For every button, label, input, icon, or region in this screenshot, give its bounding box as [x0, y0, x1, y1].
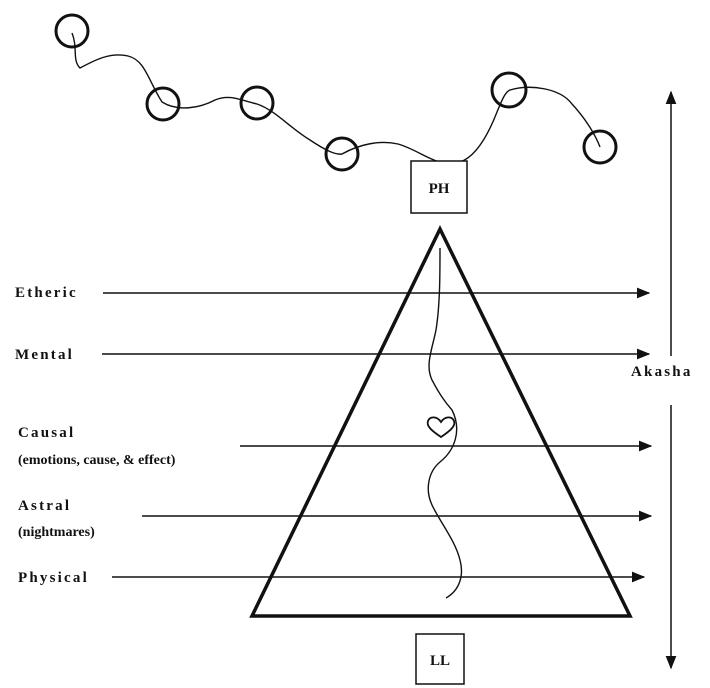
thread-node-2: [145, 86, 181, 122]
mental-label: Mental: [15, 347, 74, 363]
thread-node-3: [239, 85, 275, 121]
thread-node-6: [582, 129, 618, 165]
thread-node-circles: [54, 13, 618, 172]
thread-node-5: [490, 71, 528, 109]
plane-arrows: [102, 287, 653, 583]
ph-box: [410, 160, 468, 214]
thread-node-4: [324, 136, 360, 172]
ph-label: PH: [429, 181, 450, 197]
pyramid: [249, 225, 633, 618]
causal-label: Causal: [18, 425, 75, 441]
heart-icon: [426, 416, 456, 439]
akasha-label: Akasha: [631, 364, 693, 380]
inner-thread: [427, 247, 463, 599]
astral-label: Astral: [18, 498, 71, 514]
plane-labels: Etheric Mental Causal (emotions, cause, …: [15, 285, 176, 586]
physical-label: Physical: [18, 570, 89, 586]
thread-node-1: [54, 13, 90, 49]
ll-box: [415, 633, 465, 685]
etheric-label: Etheric: [15, 285, 78, 301]
astral-note: (nightmares): [18, 525, 95, 540]
ll-label: LL: [430, 653, 450, 669]
causal-note: (emotions, cause, & effect): [18, 453, 176, 468]
upper-thread: [71, 32, 601, 165]
